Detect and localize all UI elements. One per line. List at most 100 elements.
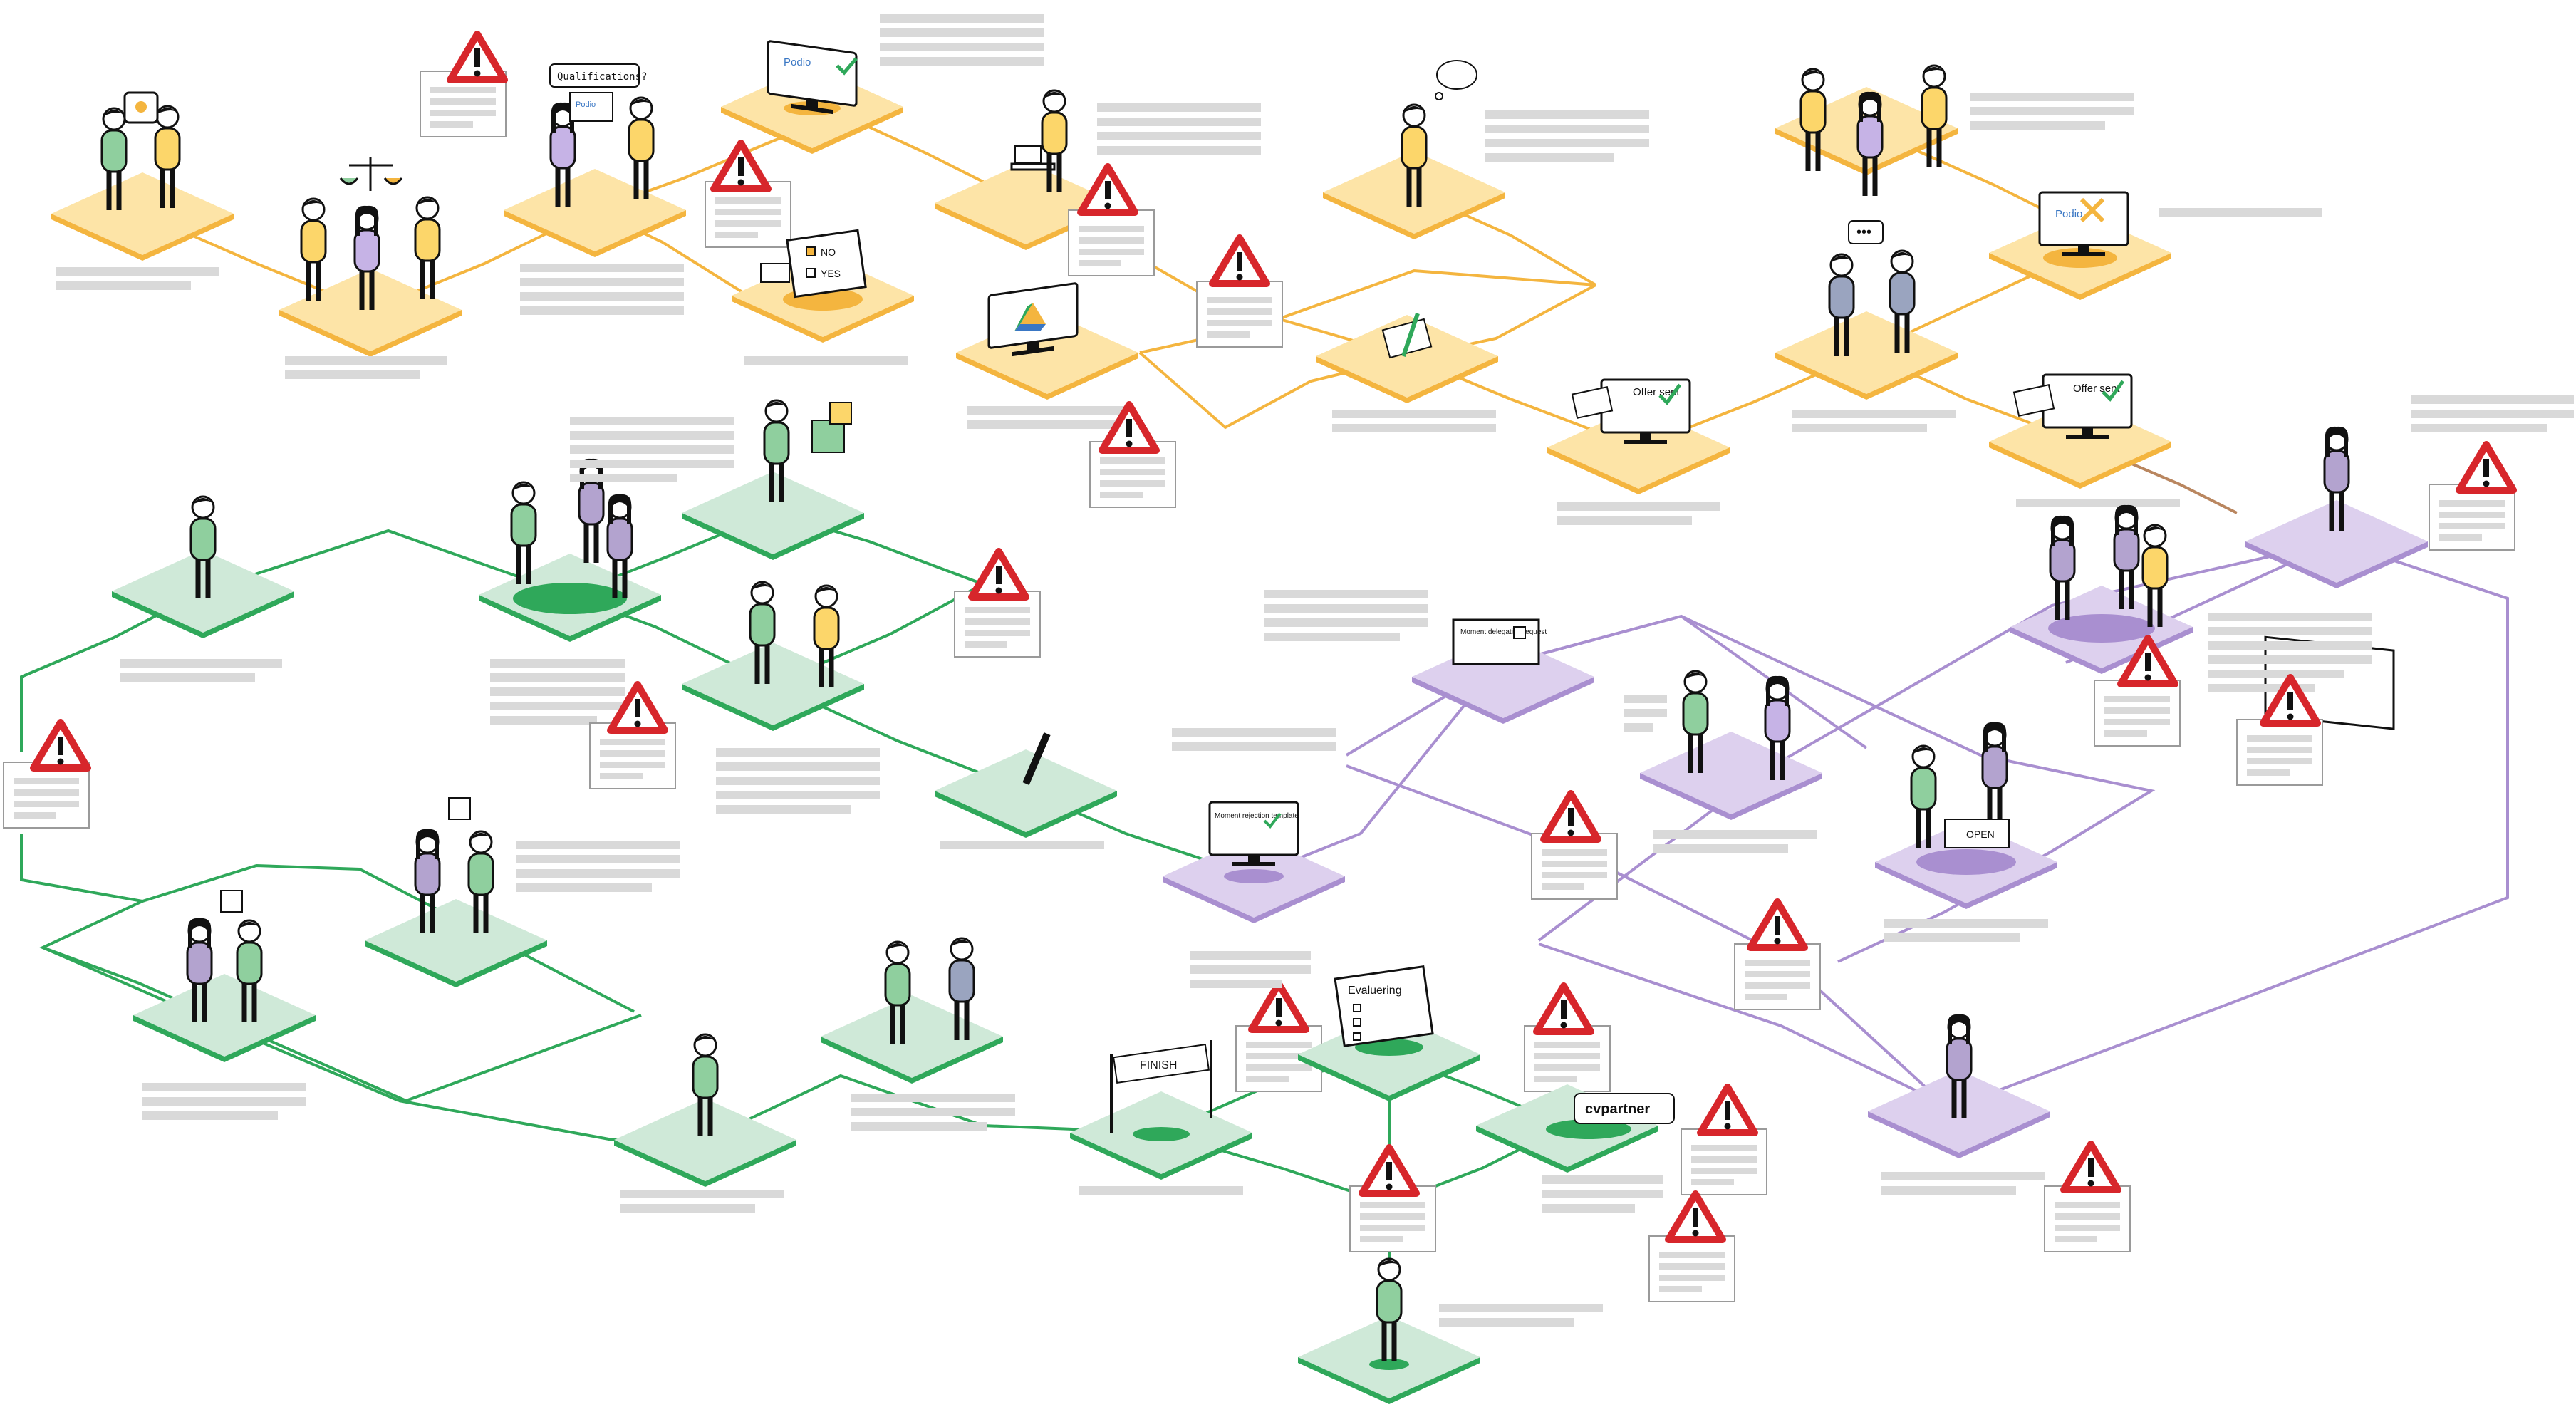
caption-placeholder (56, 281, 191, 290)
caption-placeholder (285, 370, 420, 379)
caption-placeholder (2208, 670, 2344, 678)
caption-placeholder (142, 1097, 306, 1106)
stage-review-board (2245, 427, 2428, 730)
caption-placeholder (1884, 919, 2048, 928)
pen-icon (1022, 732, 1051, 785)
stage-table-meeting (479, 459, 661, 642)
caption-placeholder (880, 14, 1044, 23)
thought-bubble (1435, 60, 1477, 100)
stage-puzzle (682, 400, 864, 560)
caption-placeholder (1079, 1186, 1243, 1195)
caption-placeholder (2208, 613, 2372, 621)
caption-placeholder (880, 57, 1044, 66)
warning-note-12 (3, 722, 89, 829)
caption-placeholder (570, 417, 734, 425)
stage-question-right (365, 797, 547, 987)
stage-offer-sent-1: Offer sent (1547, 378, 1730, 494)
caption-placeholder (620, 1204, 755, 1213)
evaluation-label: Evaluering (1348, 985, 1402, 997)
stage-undecided (1868, 1014, 2050, 1158)
caption-placeholder (520, 292, 684, 301)
caption-placeholder (2208, 641, 2372, 650)
caption-placeholder (570, 474, 677, 482)
stage-thinking (1323, 60, 1505, 239)
caption-placeholder (1542, 1190, 1663, 1198)
caption-placeholder (1624, 723, 1653, 732)
caption-placeholder (880, 28, 1044, 37)
caption-placeholder (1439, 1318, 1574, 1327)
evaluation-sheet: Evaluering (1334, 965, 1434, 1047)
caption-placeholder (1970, 121, 2105, 130)
caption-placeholder (1542, 1204, 1635, 1213)
caption-placeholder (1332, 410, 1496, 418)
puzzle-piece-icon (811, 402, 852, 453)
stage-podio-screen: Podio (721, 39, 903, 154)
caption-placeholder (1653, 844, 1788, 853)
caption-placeholder (967, 406, 1131, 415)
caption-placeholder (1264, 633, 1400, 641)
caption-placeholder (1881, 1172, 2045, 1180)
caption-placeholder (570, 431, 734, 440)
caption-placeholder (1097, 146, 1261, 155)
podio-label: Podio (576, 100, 596, 109)
caption-placeholder (1970, 107, 2134, 115)
caption-placeholder (1264, 590, 1428, 598)
stage-discussion: ••• (1775, 220, 1958, 400)
caption-placeholder (490, 716, 597, 725)
caption-placeholder (967, 420, 1131, 429)
stage-qualifications: Qualifications? Podio (504, 63, 686, 257)
warning-note-5 (1089, 405, 1176, 508)
checkmark-icon (1658, 383, 1682, 405)
caption-placeholder (1439, 1304, 1603, 1312)
caption-placeholder (285, 356, 447, 365)
cvpartner-label: cvpartner (1585, 1101, 1650, 1117)
caption-placeholder (520, 306, 684, 315)
caption-placeholder (516, 883, 652, 892)
caption-placeholder (1097, 132, 1261, 140)
stage-pen (935, 732, 1117, 838)
caption-placeholder (940, 841, 1104, 849)
caption-placeholder (2411, 424, 2547, 432)
stage-question-left (133, 890, 316, 1062)
caption-placeholder (1653, 830, 1817, 839)
caption-placeholder (880, 43, 1044, 51)
caption-placeholder (1485, 110, 1649, 119)
caption-placeholder (490, 687, 625, 696)
caption-placeholder (1557, 502, 1720, 511)
caption-placeholder (744, 356, 908, 365)
caption-placeholder (851, 1108, 1015, 1116)
caption-placeholder (1264, 604, 1428, 613)
caption-placeholder (1624, 695, 1667, 703)
warning-note-9 (1531, 794, 1618, 900)
stage-signing (1316, 313, 1498, 403)
warning-note-11 (2044, 1144, 2131, 1252)
stage-podio-rejected: Podio (1989, 191, 2171, 300)
stage-finish: FINISH (1070, 1040, 1252, 1180)
envelope-icon (1571, 385, 1614, 420)
caption-placeholder (516, 855, 680, 863)
stage-meeting-top (1775, 66, 1958, 196)
caption-placeholder (1792, 410, 1956, 418)
caption-placeholder (1190, 951, 1311, 960)
caption-placeholder (851, 1094, 1015, 1102)
caption-placeholder (1485, 125, 1649, 133)
checkmark-icon (1263, 812, 1282, 829)
caption-placeholder (1792, 424, 1927, 432)
caption-placeholder (516, 869, 680, 878)
yes-no-card: NO YES (786, 229, 867, 299)
choice-no-label: NO (821, 246, 836, 258)
podio-label: Podio (2055, 208, 2082, 220)
caption-placeholder (716, 748, 880, 757)
caption-placeholder (2411, 395, 2574, 404)
warning-note-15 (1235, 984, 1322, 1092)
caption-placeholder (2016, 499, 2180, 507)
warning-note-13 (589, 685, 676, 789)
caption-placeholder (570, 460, 734, 468)
warning-note-1 (420, 34, 506, 137)
caption-placeholder (1190, 965, 1311, 974)
caption-placeholder (716, 762, 880, 771)
cross-icon (2079, 197, 2105, 223)
caption-placeholder (120, 659, 282, 668)
qualifications-label: Qualifications? (557, 71, 647, 83)
caption-placeholder (1970, 93, 2134, 101)
